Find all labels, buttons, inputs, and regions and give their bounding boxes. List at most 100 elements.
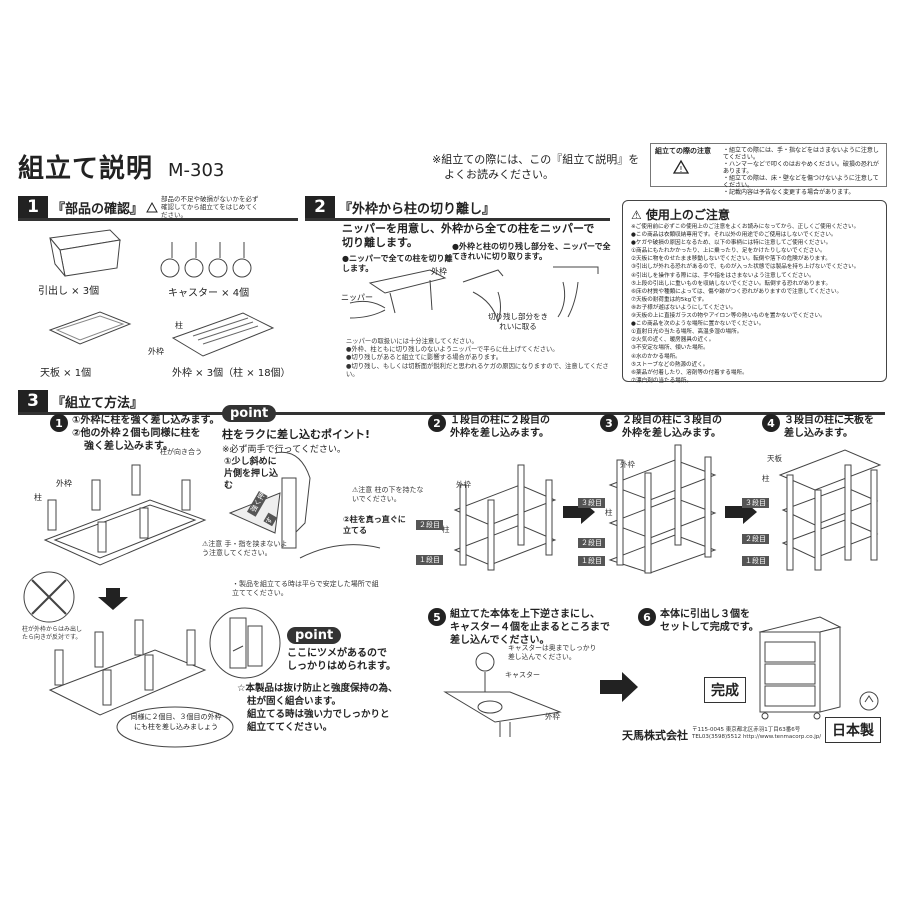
- step-line: 差し込みます。: [784, 428, 853, 439]
- caution-line: ・記載内容は予告なく変更する場合があります。: [723, 189, 855, 196]
- tag-2: ２段目: [416, 512, 443, 531]
- hint-2: ②柱を真っ直ぐに立てる: [343, 515, 406, 535]
- company-address: 〒115-0045 東京都北区赤羽1丁目63番6号 TEL03(3598)551…: [692, 727, 822, 741]
- label-frame: 外枠: [620, 460, 635, 469]
- step-line: 組立てた本体を上下逆さまにし、: [450, 609, 600, 620]
- step-line: ①外枠に柱を強く差し込みます。: [72, 415, 220, 426]
- model-number: M-303: [168, 160, 225, 181]
- usage-line: ⑦天板の耐荷重は約5kgです。: [631, 296, 708, 303]
- step-6-text: 6 本体に引出し３個をセットして完成です。: [638, 608, 759, 634]
- warn-2: ⚠注意 手・指を挟まないよう注意してください。: [202, 540, 288, 557]
- usage-line: ●ケガや破損の原因となるため、以下の事柄には特に注意してご使用ください。: [631, 240, 832, 247]
- part-label-drawer: 引出し × 3個: [38, 286, 100, 297]
- wrong-direction-zoom: [23, 571, 75, 623]
- label-top: 天板: [767, 454, 782, 463]
- step-line: ②他の外枠２個も同様に柱を: [72, 428, 201, 439]
- section-title: 『外枠から柱の切り離し』: [339, 201, 496, 217]
- label-cut: 切り残し部分をきれいに取る: [488, 312, 548, 331]
- section-3-header: 3 『組立て方法』: [18, 390, 885, 415]
- label-frame: 外枠: [148, 347, 164, 356]
- caution-line: ・組立ての際には、手・指などをはさまないように注意してください。: [723, 147, 879, 161]
- step-line: １段目の柱に２段目の: [450, 415, 550, 426]
- label-pillar: 柱: [605, 508, 613, 517]
- label-frame-2: 外枠: [431, 267, 447, 276]
- step-number: 2: [428, 414, 446, 432]
- note-line: ●切り残しがあると組立てに影響する場合があります。: [346, 354, 502, 362]
- step-line: 強く差し込みます。: [84, 441, 173, 452]
- bullet-1: ●ニッパーで全ての柱を切り離します。: [342, 254, 453, 273]
- trim-illustration: [462, 266, 599, 323]
- section-bar: [18, 412, 885, 415]
- label-frame: 外枠: [545, 712, 560, 721]
- section-2-header: 2 『外枠から柱の切り離し』: [305, 196, 610, 221]
- note-line: ニッパーの取扱いには十分注意してください。: [346, 338, 478, 345]
- warning-icon: !: [672, 159, 690, 174]
- usage-line: ①直射日光の当たる場所、高温多湿の場所。: [631, 329, 743, 336]
- note-line: ☆本製品は抜け防止と強度保持の為、: [237, 683, 398, 694]
- step-4-text: 4 ３段目の柱に天板を差し込みます。: [762, 414, 874, 440]
- section-title: 『部品の確認』: [52, 201, 144, 217]
- notice-line-1: ※組立ての際には、この『組立て説明』を: [432, 153, 640, 166]
- step-line: 外枠を差し込みます。: [622, 428, 721, 439]
- caster-illustration: [160, 242, 252, 278]
- top-board-illustration: [48, 311, 132, 345]
- caster-note: キャスターは奥までしっかり差し込んでください。: [508, 644, 597, 661]
- usage-line: ●この商品は衣類収納専用です。それ以外の用途でのご使用はしないでください。: [631, 232, 837, 239]
- hint-1: ①少し斜めに片側を押し込む: [224, 457, 279, 491]
- finished-product-illustration: [758, 616, 842, 720]
- point-line: ここにツメがあるので: [287, 648, 387, 659]
- step-4-illustration: [778, 449, 882, 571]
- flat-note: ・製品を組立てる時は平らで安定した場所で組立ててください。: [232, 580, 379, 597]
- notice-line-2: よくお読みください。: [444, 168, 554, 181]
- caution-line: ・ハンマーなどで叩くのはおやめください。破損の恐れがあります。: [723, 161, 879, 175]
- usage-line: ⑤ストーブなどの熱源の近く。: [631, 361, 709, 368]
- arrow-right-icon: [600, 672, 638, 702]
- usage-line: ⑥床の材質や種類によっては、傷や跡がつく恐れがありますので注意してください。: [631, 288, 843, 295]
- tag-1: １段目: [742, 548, 769, 567]
- usage-line: ⑤上段の引出しに重いものを収納しないでください。転倒する恐れがあります。: [631, 280, 832, 287]
- step-line: セットして完成です。: [660, 622, 759, 633]
- frame-pillars-inserted-illustration: [48, 619, 207, 716]
- label-pillar-direction: 柱が向き合う: [160, 448, 202, 456]
- label-nipper: ニッパー: [341, 293, 373, 302]
- step-line: 差し込んでください。: [450, 635, 550, 646]
- svg-text:!: !: [679, 165, 682, 174]
- step-number: 1: [50, 414, 68, 432]
- frame-with-pillars-illustration: [43, 464, 207, 566]
- section-1-note: 部品の不足や破損がないかを必ず確認してから組立てをはじめてください。: [161, 195, 259, 219]
- caution-label: 組立ての際の注意: [655, 147, 711, 155]
- drawer-illustration: [49, 229, 122, 277]
- warning-icon: [146, 201, 158, 212]
- nipper-cut-illustration: [349, 269, 447, 319]
- frame-illustration: [171, 312, 275, 357]
- caution-line: ・組立ての際は、床・壁などを傷つけないように注意してください。: [723, 175, 879, 189]
- step-line: 本体に引出し３個を: [660, 609, 750, 620]
- wrong-direction-label: 柱が外枠からはみ出したら向きが反対です。: [22, 626, 83, 641]
- made-in-japan-label: 日本製: [825, 717, 881, 743]
- tag-3: ３段目: [578, 490, 605, 509]
- point-line: しっかりはめられます。: [287, 661, 396, 672]
- usage-line: ①商品にもたれかかったり、上に乗ったり、足をかけたりしないでください。: [631, 248, 826, 255]
- step-1-text: 1 ①外枠に柱を強く差し込みます。 ②他の外枠２個も同様に柱を 強く差し込みます…: [50, 414, 219, 453]
- point-1-block: point 柱をラクに差し込むポイント! ※必ず両手で行ってください。: [222, 402, 370, 455]
- usage-line: ③引出しが外れる恐れがあるので、ものが入った状態では製品を持ち上げないでください…: [631, 264, 860, 271]
- usage-line: ⑧お子様が遊ばないようにしてください。: [631, 304, 737, 311]
- done-label: 完成: [704, 677, 746, 703]
- usage-caution-box: ⚠ 使用上のご注意 ※ご使用前に必ずこの使用上のご注意をよくお読みになってから、…: [622, 200, 887, 384]
- usage-line: ⑨天板の上に直接ガラスの物やアイロン等の熱いものを置かないでください。: [631, 313, 826, 320]
- point-title: 柱をラクに差し込むポイント!: [222, 428, 371, 441]
- section-bar: [18, 218, 298, 221]
- company-name: 天馬株式会社: [622, 729, 688, 742]
- step-2-text: 2 １段目の柱に２段目の外枠を差し込みます。: [428, 414, 550, 440]
- address-line: 〒115-0045 東京都北区赤羽1丁目63番6号: [692, 727, 801, 733]
- speech-bubble: [116, 706, 234, 748]
- label-frame: 外枠: [56, 479, 72, 488]
- label-pillar: 柱: [762, 474, 770, 483]
- warn-1: ⚠注意 柱の下を持たないでください。: [352, 486, 424, 503]
- label-pillar: 柱: [442, 525, 450, 534]
- note-line: ●外枠、柱ともに切り残しのないようニッパーで平らに仕上げてください。: [346, 346, 559, 354]
- tag-2: ２段目: [578, 530, 605, 549]
- tag-1: １段目: [416, 547, 443, 566]
- point-badge: point: [222, 405, 277, 422]
- section-number: 1: [18, 196, 48, 218]
